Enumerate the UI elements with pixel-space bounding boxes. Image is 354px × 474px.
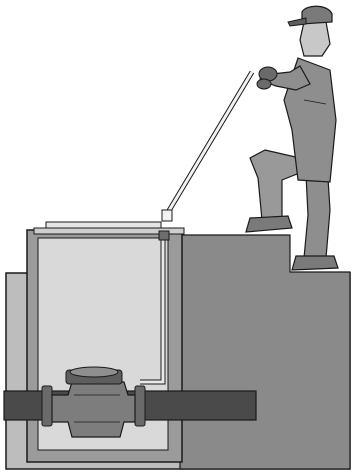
reading-wand	[162, 72, 252, 221]
meter-reader-person	[246, 6, 338, 270]
